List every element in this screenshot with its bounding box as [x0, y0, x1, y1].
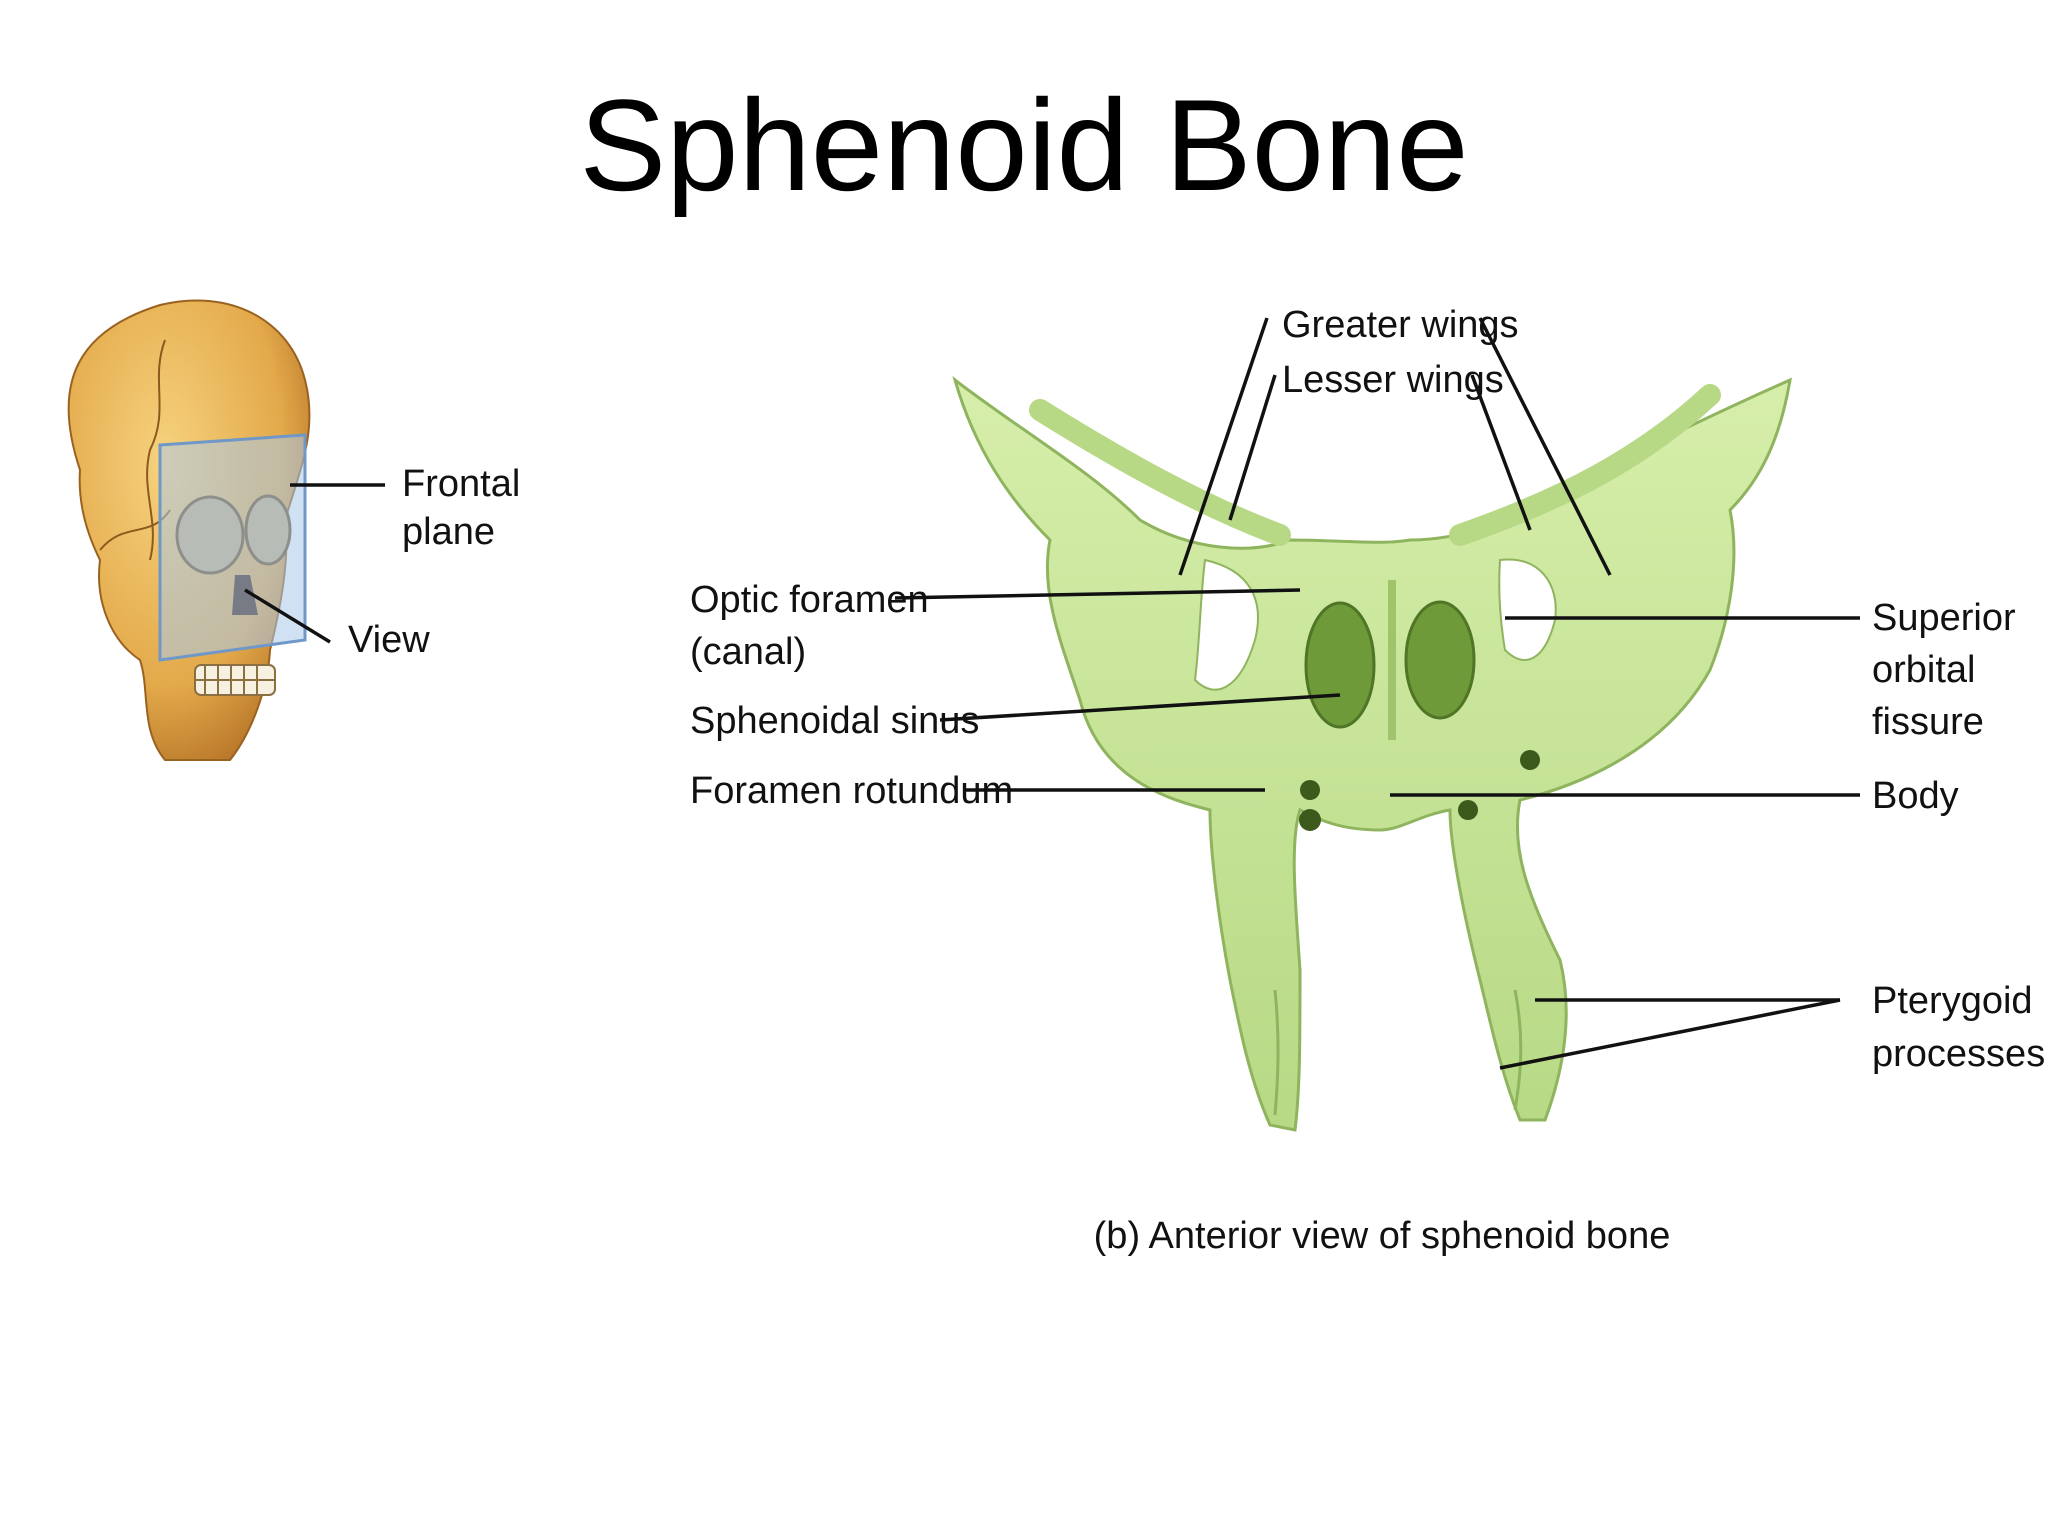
superior-orbital-fissure-label-1: Superior: [1872, 597, 2016, 639]
pterygoid-processes-label-2: processes: [1872, 1033, 2045, 1075]
optic-foramen-label-1: Optic foramen: [690, 579, 929, 621]
leader-lines: [894, 317, 1860, 1070]
sphenoidal-sinus-left-shape: [1304, 601, 1376, 729]
frontal-plane-label-2: plane: [402, 511, 495, 553]
frontal-plane-shape: [158, 433, 307, 662]
pterygoid-processes-label-1: Pterygoid: [1872, 980, 2033, 1022]
superior-orbital-fissure-label-3: fissure: [1872, 701, 1984, 743]
greater-wings-label: Greater wings: [1282, 304, 1519, 346]
view-label: View: [348, 619, 430, 661]
sphenoidal-sinus-right-shape: [1404, 600, 1476, 720]
sphenoidal-sinus-label: Sphenoidal sinus: [690, 700, 979, 742]
lesser-wings-label: Lesser wings: [1282, 359, 1504, 401]
body-label: Body: [1872, 775, 1959, 817]
sphenoid-bone-illustration: [952, 376, 1792, 1132]
optic-foramen-label-2: (canal): [690, 631, 806, 673]
superior-orbital-fissure-label-2: orbital: [1872, 649, 1976, 691]
foramen-rotundum-label: Foramen rotundum: [690, 770, 1013, 812]
frontal-plane-label-1: Frontal: [402, 463, 520, 505]
slide-title: Sphenoid Bone: [579, 72, 1469, 218]
skull-inset: Frontal plane View: [67, 299, 520, 761]
sphenoid-bone-shape: [952, 376, 1792, 1132]
figure-caption: (b) Anterior view of sphenoid bone: [1094, 1215, 1671, 1257]
